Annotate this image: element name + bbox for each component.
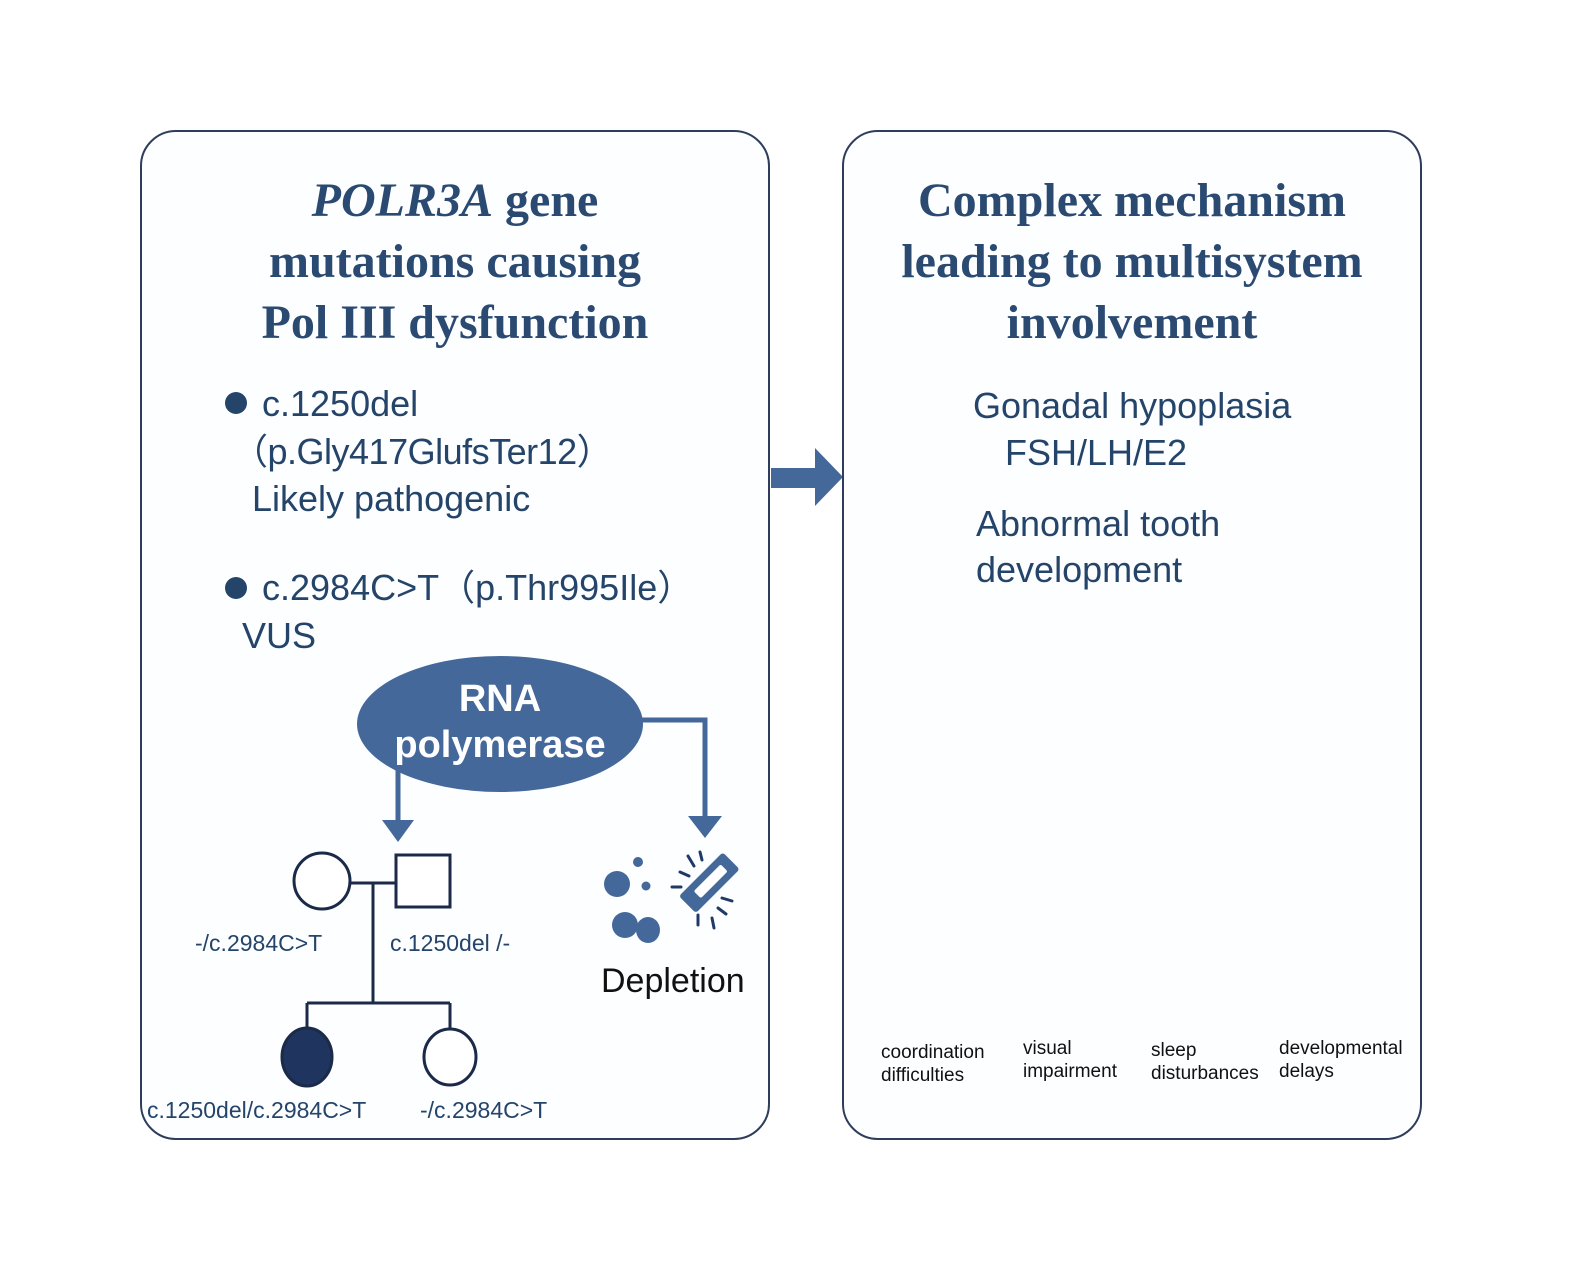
rna-polymerase-label: RNA polymerase — [394, 678, 606, 766]
finding-tooth-line-1: Abnormal tooth — [976, 503, 1221, 544]
left-panel — [140, 130, 770, 1140]
gene-name: POLR3A — [311, 174, 494, 227]
variant-1-protein: （p.Gly417GlufsTer12） — [232, 431, 613, 472]
left-panel-title: POLR3A gene mutations causing Pol III dy… — [261, 174, 649, 349]
finding-gonadal-hypoplasia: Gonadal hypoplasia — [973, 385, 1292, 426]
pedigree-father — [394, 853, 452, 909]
arrowhead-icon — [688, 816, 722, 838]
right-panel — [842, 130, 1422, 1140]
pedigree-chart — [280, 851, 478, 1088]
finding-tooth-line-2: development — [976, 549, 1183, 590]
depletion-label: Depletion — [601, 962, 745, 1000]
pedigree-affected-daughter — [280, 1026, 334, 1088]
bullet-icon — [225, 577, 247, 599]
symptom-label-developmental: developmental delays — [1279, 1038, 1403, 1082]
depletion-icon — [604, 850, 739, 943]
symptom-label-sleep: sleep disturbances — [1151, 1040, 1259, 1084]
variant-2-cdna: c.2984C>T — [262, 567, 440, 608]
mother-genotype: -/c.2984C>T — [195, 930, 323, 956]
pedigree-mother — [292, 851, 352, 911]
variant-2-line: c.2984C>T（p.Thr995Ile） — [262, 565, 693, 611]
variant-2-classification: VUS — [242, 615, 317, 656]
child-1-genotype: c.1250del/c.2984C>T — [147, 1097, 367, 1123]
child-2-genotype: -/c.2984C>T — [420, 1097, 548, 1123]
pedigree-unaffected-daughter — [422, 1027, 478, 1087]
arrowhead-icon — [382, 820, 414, 842]
symptom-label-visual: visual impairment — [1023, 1038, 1117, 1082]
right-arrow-icon — [771, 448, 843, 506]
symptom-label-coordination: coordination difficulties — [881, 1042, 985, 1086]
variant-1-cdna: c.1250del — [262, 383, 419, 424]
finding-hormones: FSH/LH/E2 — [1005, 432, 1188, 473]
father-genotype: c.1250del /- — [390, 930, 511, 956]
rna-polymerase-ellipse — [357, 656, 643, 792]
variant-2-protein: （p.Thr995Ile） — [439, 567, 694, 608]
connector-line — [630, 717, 708, 818]
bullet-icon — [225, 392, 247, 414]
right-panel-title: Complex mechanism leading to multisystem… — [901, 174, 1363, 349]
variant-1-classification: Likely pathogenic — [252, 478, 531, 519]
